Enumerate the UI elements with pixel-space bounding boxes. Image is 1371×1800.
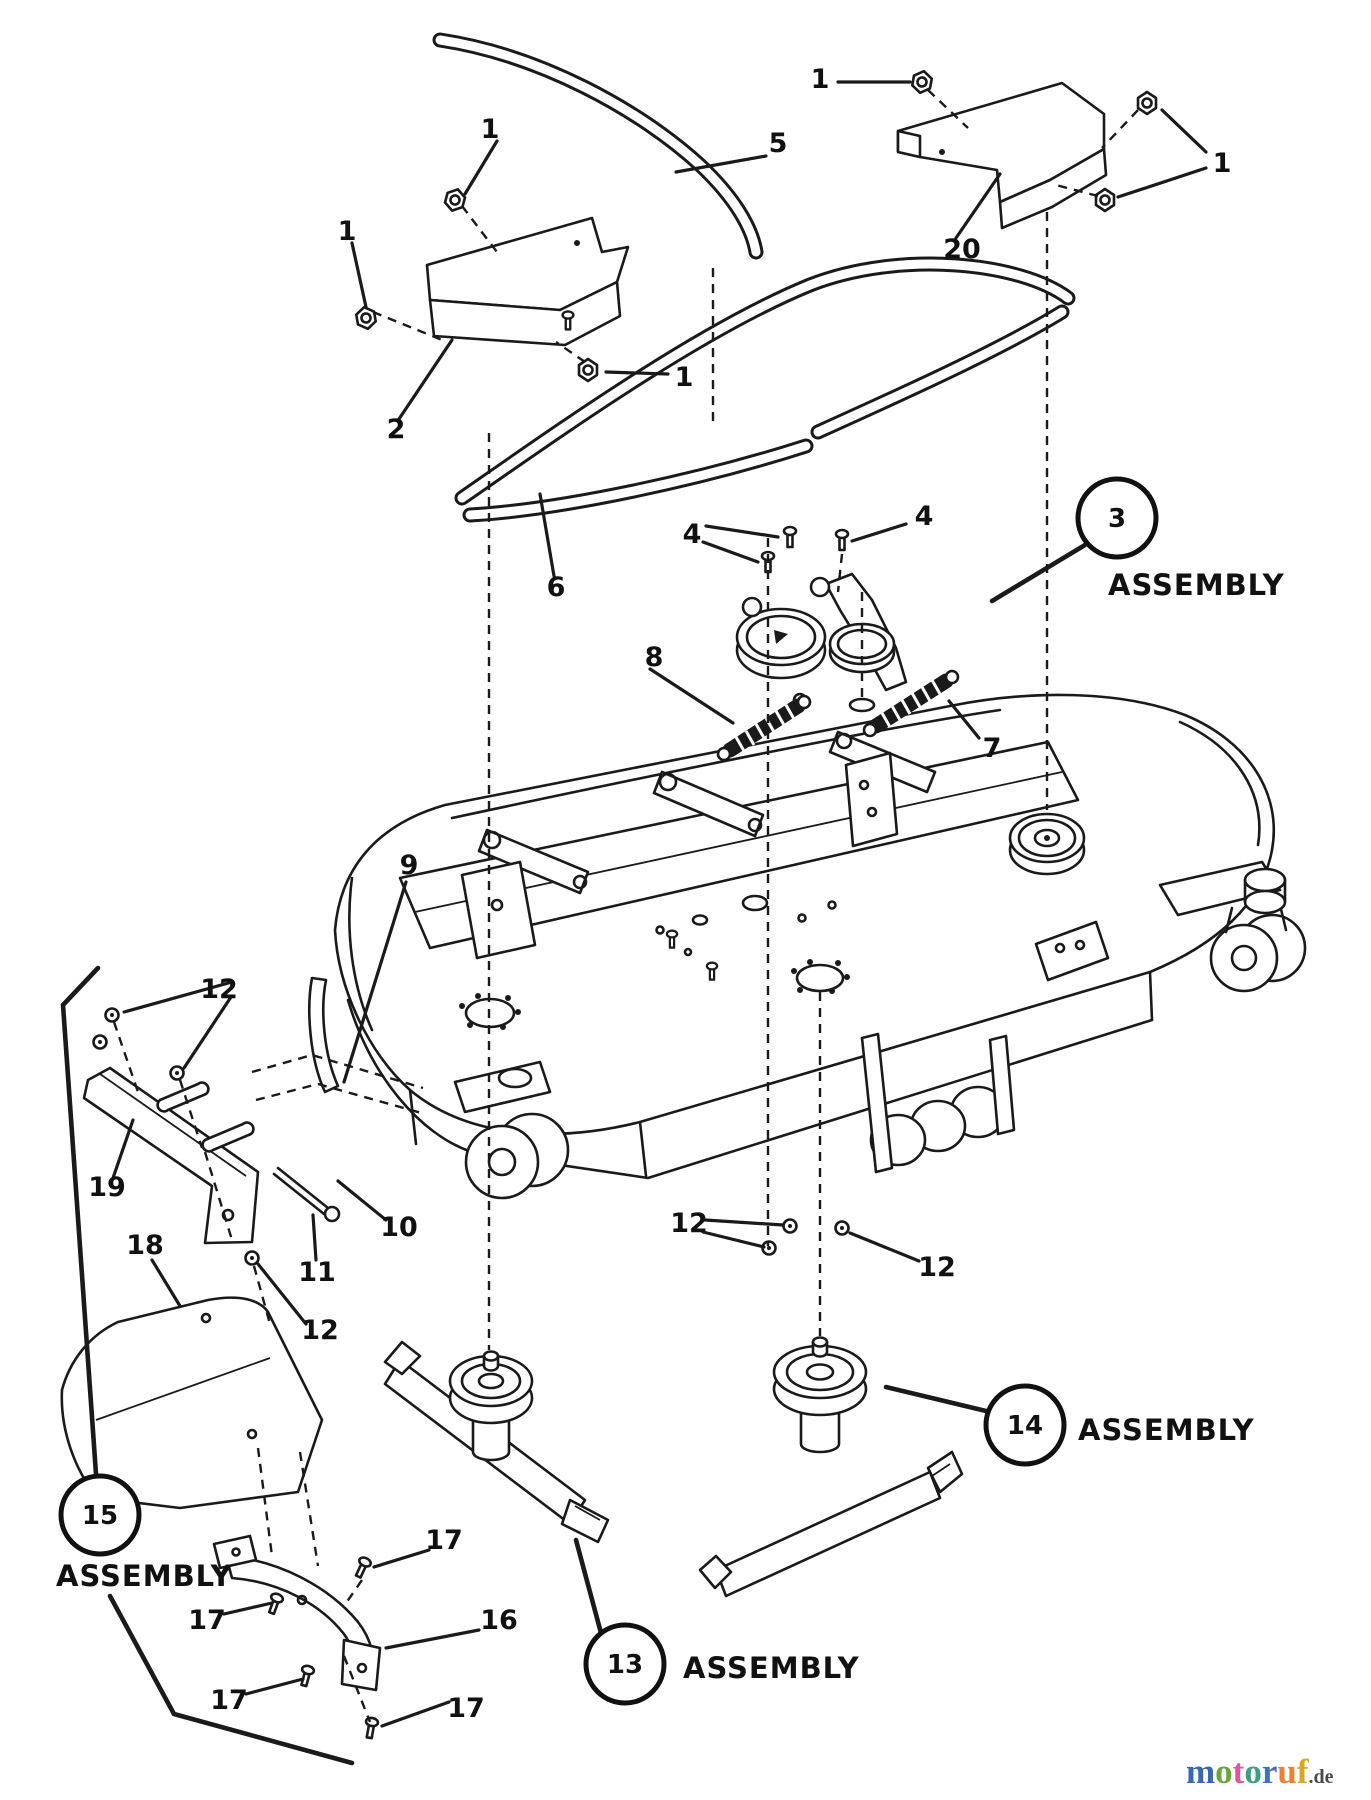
belt-cover-2	[425, 216, 630, 347]
right-caster-wheel	[1158, 860, 1307, 993]
assembly-number: 3	[1108, 504, 1126, 534]
assembly-leader-lines	[60, 542, 1088, 1766]
callout-label: 12	[670, 1208, 708, 1239]
assembly-balloon-15: 15 ASSEMBLY	[56, 1473, 233, 1593]
assembly-balloon-3: 3 ASSEMBLY	[1075, 476, 1285, 602]
deck-brackets	[460, 751, 1110, 982]
spring-7	[862, 669, 960, 738]
callout-label: 1	[1213, 148, 1232, 179]
assembly-number: 13	[607, 1650, 643, 1680]
assembly-label: ASSEMBLY	[683, 1651, 860, 1685]
callout-label: 2	[387, 414, 406, 445]
callout-label: 6	[547, 572, 566, 603]
callout-label: 17	[210, 1685, 248, 1716]
callout-label: 10	[380, 1212, 418, 1243]
belt-cover-20	[896, 81, 1108, 230]
callout-label: 17	[188, 1605, 226, 1636]
callout-label: 12	[918, 1252, 956, 1283]
belt-5	[432, 32, 764, 260]
callout-label: 7	[983, 733, 1002, 764]
spindle-13	[448, 1350, 534, 1462]
deck-pulley	[1008, 812, 1086, 876]
callout-label: 1	[481, 114, 500, 145]
callout-label: 18	[126, 1230, 164, 1261]
callout-label: 4	[683, 519, 702, 550]
callout-label: 19	[88, 1172, 126, 1203]
motoruf-logo-text: motoruf.de	[1186, 1752, 1334, 1791]
assembly-number: 15	[82, 1501, 118, 1531]
assembly-number: 14	[1007, 1411, 1043, 1441]
callout-label: 1	[811, 64, 830, 95]
callout-label: 17	[425, 1525, 463, 1556]
spindle-14	[772, 1336, 868, 1454]
deck-shell	[308, 693, 1307, 1200]
callout-label: 1	[338, 216, 357, 247]
callout-label: 4	[915, 501, 934, 532]
callout-label: 16	[480, 1605, 518, 1636]
alignment-dashed-lines	[112, 89, 1139, 1723]
support-bracket-16	[212, 1534, 382, 1692]
assembly-balloon-13: 13 ASSEMBLY	[583, 1622, 860, 1706]
assembly-balloon-14: 14 ASSEMBLY	[983, 1383, 1255, 1467]
pin-11	[272, 1166, 341, 1223]
blade-14	[698, 1450, 964, 1598]
idler-assembly	[735, 572, 908, 713]
roller-bundle	[860, 1032, 1016, 1174]
callout-label: 11	[298, 1257, 336, 1288]
assembly-label: ASSEMBLY	[1108, 568, 1285, 602]
callout-label: 17	[447, 1693, 485, 1724]
callout-label: 5	[769, 128, 788, 159]
callout-numbers: 1 1 2 1 5 1 20 1 6 4 4 8 7 9 12 19 18 10…	[88, 64, 1231, 1724]
spring-8	[716, 694, 812, 762]
assembly-label: ASSEMBLY	[1078, 1413, 1255, 1447]
assembly-label: ASSEMBLY	[56, 1559, 233, 1593]
callout-leader-lines	[111, 80, 1208, 1728]
motoruf-logo[interactable]: motoruf.de	[1186, 1752, 1366, 1792]
callout-label: 12	[200, 974, 238, 1005]
callout-label: 20	[943, 234, 981, 265]
callout-label: 8	[645, 642, 664, 673]
callout-label: 12	[301, 1315, 339, 1346]
callout-label: 1	[675, 362, 694, 393]
belt-6	[454, 256, 1076, 523]
front-baffle-strip	[308, 976, 340, 1094]
left-caster-wheel	[453, 1060, 570, 1200]
hanger-bracket-19	[82, 1066, 260, 1245]
deck-channel	[398, 740, 1080, 950]
callout-label: 9	[400, 850, 419, 881]
